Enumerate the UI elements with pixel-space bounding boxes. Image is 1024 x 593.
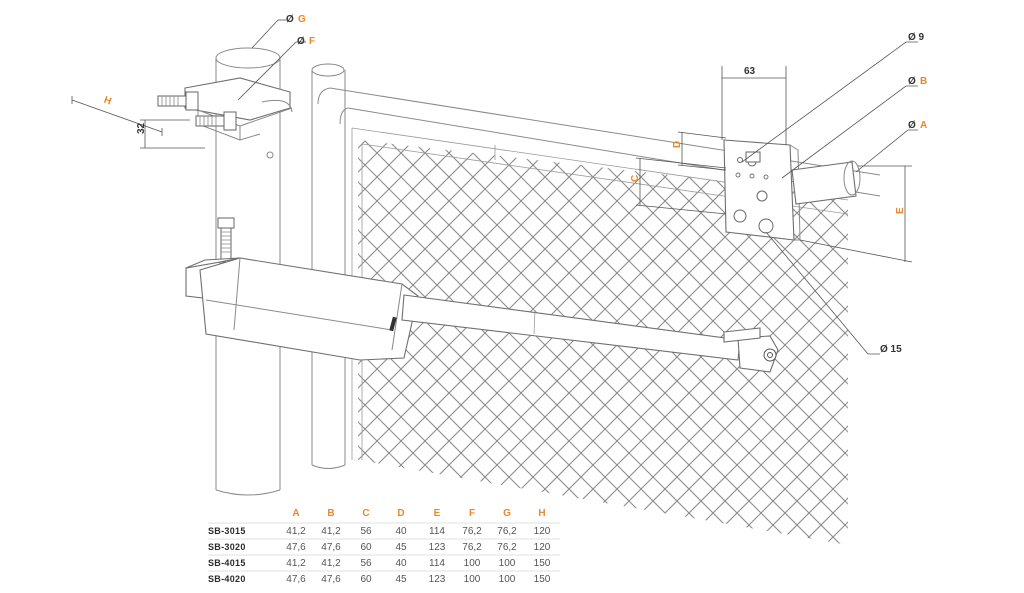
table-header-f: F bbox=[469, 508, 475, 519]
callout-63: 63 bbox=[744, 66, 756, 77]
table-cell: 41,2 bbox=[286, 526, 306, 537]
table-header-d: D bbox=[397, 508, 404, 519]
table-cell: 47,6 bbox=[321, 574, 341, 585]
table-cell: 76,2 bbox=[462, 526, 482, 537]
gate-bracket-plate bbox=[723, 139, 861, 241]
callout-dia-15: Ø 15 bbox=[880, 344, 902, 355]
table-cell: 114 bbox=[429, 526, 445, 537]
table-row-model: SB-3015 bbox=[208, 526, 246, 536]
callout-dia-9: Ø 9 bbox=[908, 32, 925, 43]
table-row-model: SB-4020 bbox=[208, 574, 246, 584]
table-cell: 100 bbox=[464, 558, 481, 569]
table-cell: 150 bbox=[534, 574, 551, 585]
callout-d: D bbox=[672, 141, 683, 148]
table-header-b: B bbox=[327, 508, 334, 519]
table-cell: 100 bbox=[464, 574, 481, 585]
table-cell: 41,2 bbox=[321, 526, 341, 537]
dimension-lines bbox=[71, 19, 918, 355]
clamp-bolt-upper bbox=[157, 91, 199, 111]
callout-a: A bbox=[920, 120, 927, 131]
clamp-bolt-lower bbox=[195, 111, 237, 131]
table-cell: 100 bbox=[499, 558, 516, 569]
table-cell: 123 bbox=[429, 542, 446, 553]
table-row-model: SB-4015 bbox=[208, 558, 246, 568]
table-cell: 56 bbox=[360, 558, 372, 569]
callout-dia-g: Ø bbox=[286, 14, 294, 25]
table-cell: 41,2 bbox=[321, 558, 341, 569]
operator-motor bbox=[185, 257, 419, 361]
table-cell: 76,2 bbox=[497, 542, 517, 553]
table-cell: 114 bbox=[429, 558, 445, 569]
post-clamp-bracket bbox=[157, 77, 293, 141]
table-cell: 123 bbox=[429, 574, 446, 585]
callout-dia-b: Ø bbox=[908, 76, 916, 87]
table-cell: 150 bbox=[534, 558, 551, 569]
callout-h: H bbox=[102, 95, 113, 108]
table-header-a: A bbox=[292, 508, 299, 519]
table-cell: 76,2 bbox=[497, 526, 517, 537]
callout-32: 32 bbox=[136, 122, 147, 134]
table-header-g: G bbox=[503, 508, 511, 519]
table-cell: 120 bbox=[534, 526, 551, 537]
table-cell: 47,6 bbox=[286, 542, 306, 553]
table-cell: 41,2 bbox=[286, 558, 306, 569]
callout-g: G bbox=[298, 14, 306, 25]
table-cell: 100 bbox=[499, 574, 516, 585]
table-cell: 56 bbox=[360, 526, 372, 537]
table-cell: 47,6 bbox=[286, 574, 306, 585]
callout-dia-a: Ø bbox=[908, 120, 916, 131]
callout-e: E bbox=[895, 207, 906, 214]
table-header-c: C bbox=[362, 508, 369, 519]
table-cell: 45 bbox=[395, 542, 407, 553]
table-header-h: H bbox=[538, 508, 545, 519]
callout-c: C bbox=[630, 175, 641, 182]
callout-b: B bbox=[920, 76, 927, 87]
table-header-e: E bbox=[434, 508, 441, 519]
table-cell: 40 bbox=[395, 526, 407, 537]
table-cell: 60 bbox=[360, 542, 372, 553]
callout-f: F bbox=[309, 36, 315, 47]
table-row-model: SB-3020 bbox=[208, 542, 246, 552]
callout-labels: Ø G Ø F H 32 63 Ø 9 Ø B Ø A D C E Ø 15 bbox=[102, 14, 927, 355]
table-cell: 47,6 bbox=[321, 542, 341, 553]
table-cell: 40 bbox=[395, 558, 407, 569]
table-cell: 120 bbox=[534, 542, 551, 553]
operator-arm bbox=[401, 294, 779, 373]
table-cell: 76,2 bbox=[462, 542, 482, 553]
dimensions-table: A B C D E F G H SB-3015 41,2 41,2 56 40 114 76,2 76,2 12… bbox=[208, 508, 560, 585]
callout-dia-f: Ø bbox=[297, 36, 305, 47]
table-cell: 45 bbox=[395, 574, 407, 585]
table-cell: 60 bbox=[360, 574, 372, 585]
